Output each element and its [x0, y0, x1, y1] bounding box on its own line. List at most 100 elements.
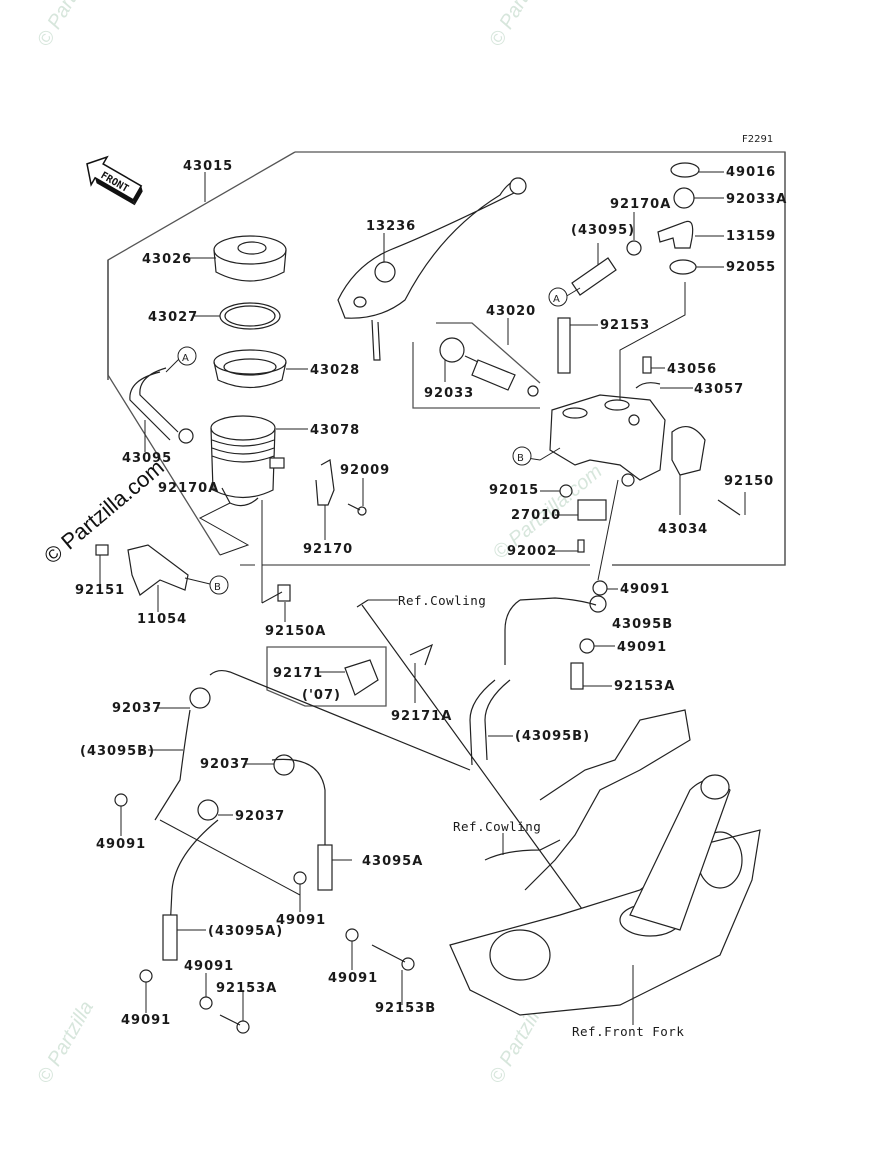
- part-label[interactable]: 49091: [328, 971, 378, 986]
- part-label[interactable]: 92153: [600, 318, 650, 333]
- part-label[interactable]: 43027: [148, 310, 198, 325]
- brake-light-switch: [577, 499, 607, 521]
- bolt: [717, 499, 741, 516]
- part-label[interactable]: 43057: [694, 382, 744, 397]
- hose-fitting: [657, 220, 694, 249]
- part-label[interactable]: 92170: [303, 542, 353, 557]
- part-label[interactable]: (43095A): [208, 924, 283, 939]
- svg-text:B: B: [517, 453, 524, 464]
- brake-hose-assembly: [154, 595, 607, 961]
- svg-text:A: A: [553, 294, 560, 305]
- part-label[interactable]: 92015: [489, 483, 539, 498]
- handlebar-clamp: [671, 425, 706, 476]
- cowling-clip: [409, 643, 434, 666]
- ref-label[interactable]: Ref.Front Fork: [572, 1024, 684, 1039]
- part-label[interactable]: 49091: [276, 913, 326, 928]
- part-label[interactable]: (43095B): [80, 744, 155, 759]
- hose-clamp: [626, 240, 642, 256]
- callout-b: B: [209, 575, 229, 595]
- part-label[interactable]: 92037: [235, 809, 285, 824]
- bleeder-cap: [635, 382, 661, 389]
- part-label[interactable]: 43034: [658, 522, 708, 537]
- part-label[interactable]: 92171: [273, 666, 323, 681]
- master-cylinder-body: [549, 394, 666, 487]
- circlip: [439, 337, 465, 363]
- ref-label[interactable]: Ref.Cowling: [453, 819, 541, 834]
- part-label[interactable]: 92153B: [375, 1001, 436, 1016]
- year-box: [266, 646, 387, 707]
- part-label[interactable]: 92151: [75, 583, 125, 598]
- part-label[interactable]: 43028: [310, 363, 360, 378]
- steering-stem: [449, 709, 761, 1025]
- bolt: [277, 584, 291, 602]
- cowling-bolt: [356, 599, 591, 921]
- part-label[interactable]: 92037: [200, 757, 250, 772]
- watermark: © Partzilla: [485, 0, 550, 50]
- part-label[interactable]: 92033A: [726, 192, 787, 207]
- o-ring: [669, 259, 697, 275]
- reservoir-hose: [129, 367, 179, 441]
- part-label[interactable]: 43078: [310, 423, 360, 438]
- part-label[interactable]: 92171A: [391, 709, 452, 724]
- reservoir-hose-segment: [571, 257, 617, 296]
- part-label[interactable]: 49091: [96, 837, 146, 852]
- brake-lever: [337, 177, 527, 361]
- reservoir-cap-small: [670, 162, 700, 178]
- part-label[interactable]: 49091: [617, 640, 667, 655]
- part-label[interactable]: 92170A: [158, 481, 219, 496]
- reservoir: [210, 415, 308, 507]
- part-label[interactable]: 43020: [486, 304, 536, 319]
- part-label[interactable]: 92009: [340, 463, 390, 478]
- banjo-bolt: [371, 944, 406, 963]
- part-label[interactable]: 43056: [667, 362, 717, 377]
- watermark: © Partzilla: [33, 0, 98, 50]
- part-label[interactable]: 92002: [507, 544, 557, 559]
- part-label[interactable]: 49091: [121, 1013, 171, 1028]
- part-label[interactable]: 43095: [122, 451, 172, 466]
- part-label[interactable]: 92033: [424, 386, 474, 401]
- part-label[interactable]: 92150A: [265, 624, 326, 639]
- part-label[interactable]: 43015: [183, 159, 233, 174]
- part-label[interactable]: 49091: [620, 582, 670, 597]
- part-label[interactable]: 43095A: [362, 854, 423, 869]
- part-label[interactable]: 92150: [724, 474, 774, 489]
- washers: [114, 580, 618, 1013]
- callout-a: A: [177, 346, 197, 366]
- hose-clamp: [178, 428, 194, 444]
- hose-clamp: [197, 799, 219, 821]
- banjo-bolt: [219, 1014, 241, 1026]
- reservoir-cap: [190, 235, 287, 282]
- ref-label[interactable]: Ref.Cowling: [398, 593, 486, 608]
- part-label[interactable]: (43095): [571, 223, 635, 238]
- hose-clamp: [273, 754, 295, 776]
- part-label[interactable]: 49091: [184, 959, 234, 974]
- svg-text:A: A: [182, 353, 189, 364]
- screw: [577, 539, 585, 553]
- callout-a: A: [548, 287, 568, 307]
- bolt: [95, 544, 109, 556]
- diaphragm: [213, 349, 287, 375]
- part-label[interactable]: 49016: [726, 165, 776, 180]
- part-label[interactable]: 27010: [511, 508, 561, 523]
- reservoir-bracket: [127, 544, 189, 596]
- watermark-dark: © Partzilla.com: [39, 454, 169, 568]
- part-label[interactable]: 92055: [726, 260, 776, 275]
- bleeder-valve: [642, 356, 652, 374]
- svg-text:B: B: [214, 582, 221, 593]
- part-label[interactable]: 13159: [726, 229, 776, 244]
- part-label[interactable]: 92153A: [216, 981, 277, 996]
- watermark: © Partzilla: [33, 997, 98, 1087]
- piston-kit: [464, 318, 539, 397]
- part-label[interactable]: 92153A: [614, 679, 675, 694]
- part-labels: 43015 43026 43027 43028 43078 43095 9217…: [75, 159, 787, 1039]
- part-label[interactable]: 43095B: [612, 617, 673, 632]
- part-label[interactable]: 43026: [142, 252, 192, 267]
- part-label[interactable]: 13236: [366, 219, 416, 234]
- part-label[interactable]: 11054: [137, 612, 187, 627]
- part-label[interactable]: (43095B): [515, 729, 590, 744]
- front-arrow-icon: FRONT: [86, 155, 143, 206]
- clip-92171: [344, 659, 379, 696]
- part-label[interactable]: 92037: [112, 701, 162, 716]
- part-label[interactable]: 92170A: [610, 197, 671, 212]
